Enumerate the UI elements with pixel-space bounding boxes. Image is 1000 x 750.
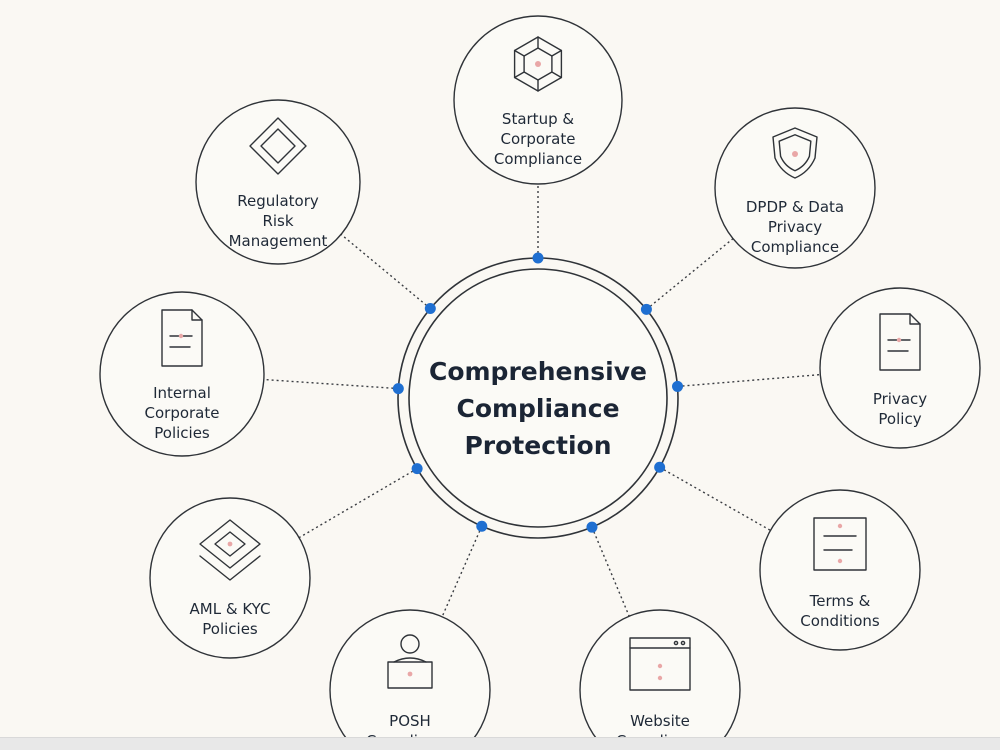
node-circle	[329, 609, 491, 750]
terms-document-icon	[813, 517, 867, 571]
node-label-line: Regulatory	[237, 192, 319, 210]
connector-dot-internal	[392, 383, 404, 395]
node-label-line: Privacy	[768, 218, 822, 236]
node-label-line: Conditions	[800, 612, 880, 630]
node-label-line: Internal	[153, 384, 211, 402]
node-terms: Terms & Conditions	[759, 489, 921, 651]
connector-dot-dpdp	[640, 303, 652, 315]
node-aml-kyc: AML & KYC Policies	[149, 497, 311, 659]
connector-line-internal	[263, 378, 399, 390]
hub-inner-circle	[408, 268, 668, 528]
node-label-line: Corporate	[145, 404, 220, 422]
hub-label-line-1: Comprehensive	[429, 357, 647, 386]
node-circle	[453, 15, 623, 185]
node-label-line: Corporate	[501, 130, 576, 148]
shield-icon	[772, 127, 818, 179]
node-label-line: Compliance	[494, 150, 582, 168]
connector-dot-aml-kyc	[411, 463, 423, 475]
connector-dot-layer	[392, 252, 684, 533]
node-label-line: Website	[630, 712, 690, 730]
hexagon-cube-icon	[513, 36, 563, 92]
node-label-line: AML & KYC	[190, 600, 271, 618]
bottom-scroll-strip	[0, 737, 1000, 750]
node-label-line: Policy	[878, 410, 921, 428]
node-circle	[195, 99, 361, 265]
node-circle	[99, 291, 265, 457]
node-label-line: Compliance	[751, 238, 839, 256]
connector-dot-privacy-policy	[672, 380, 684, 392]
node-posh: POSHCompliance	[329, 609, 491, 750]
connector-line-dpdp	[645, 238, 734, 310]
connector-dot-regulatory	[424, 303, 436, 315]
browser-window-icon	[629, 637, 691, 691]
connector-line-website	[591, 526, 630, 617]
node-circle	[819, 287, 981, 449]
node-website: WebsiteCompliance	[579, 609, 741, 750]
node-circle	[149, 497, 311, 659]
node-circle	[714, 107, 876, 269]
document-icon	[879, 313, 921, 371]
stacked-diamonds-icon	[199, 519, 261, 581]
document-icon	[161, 309, 203, 367]
node-label-line: POSH	[389, 712, 431, 730]
node-label-line: Risk	[262, 212, 293, 230]
node-label-line: DPDP & Data	[746, 198, 844, 216]
connector-dot-startup	[532, 252, 544, 264]
connector-dot-terms	[654, 461, 666, 473]
node-label-line: Policies	[202, 620, 258, 638]
person-at-desk-icon	[387, 634, 433, 689]
node-label-line: Privacy	[873, 390, 927, 408]
diamond-icon	[249, 117, 307, 175]
node-label-line: Terms &	[809, 592, 871, 610]
connector-line-aml-kyc	[298, 468, 418, 539]
hub-label-line-3: Protection	[464, 431, 611, 460]
connector-layer	[263, 184, 821, 618]
connector-line-posh	[441, 525, 483, 618]
connector-dot-posh	[476, 520, 488, 532]
node-label-line: Management	[229, 232, 328, 250]
hub-label-line-2: Compliance	[456, 394, 619, 423]
connector-line-privacy-policy	[677, 373, 821, 388]
connector-line-terms	[659, 466, 771, 532]
connector-line-regulatory	[340, 233, 431, 310]
hub: Comprehensive Compliance Protection	[397, 257, 679, 539]
node-label-line: Policies	[154, 424, 210, 442]
node-label-line: Startup &	[502, 110, 574, 128]
connector-dot-website	[586, 521, 598, 533]
